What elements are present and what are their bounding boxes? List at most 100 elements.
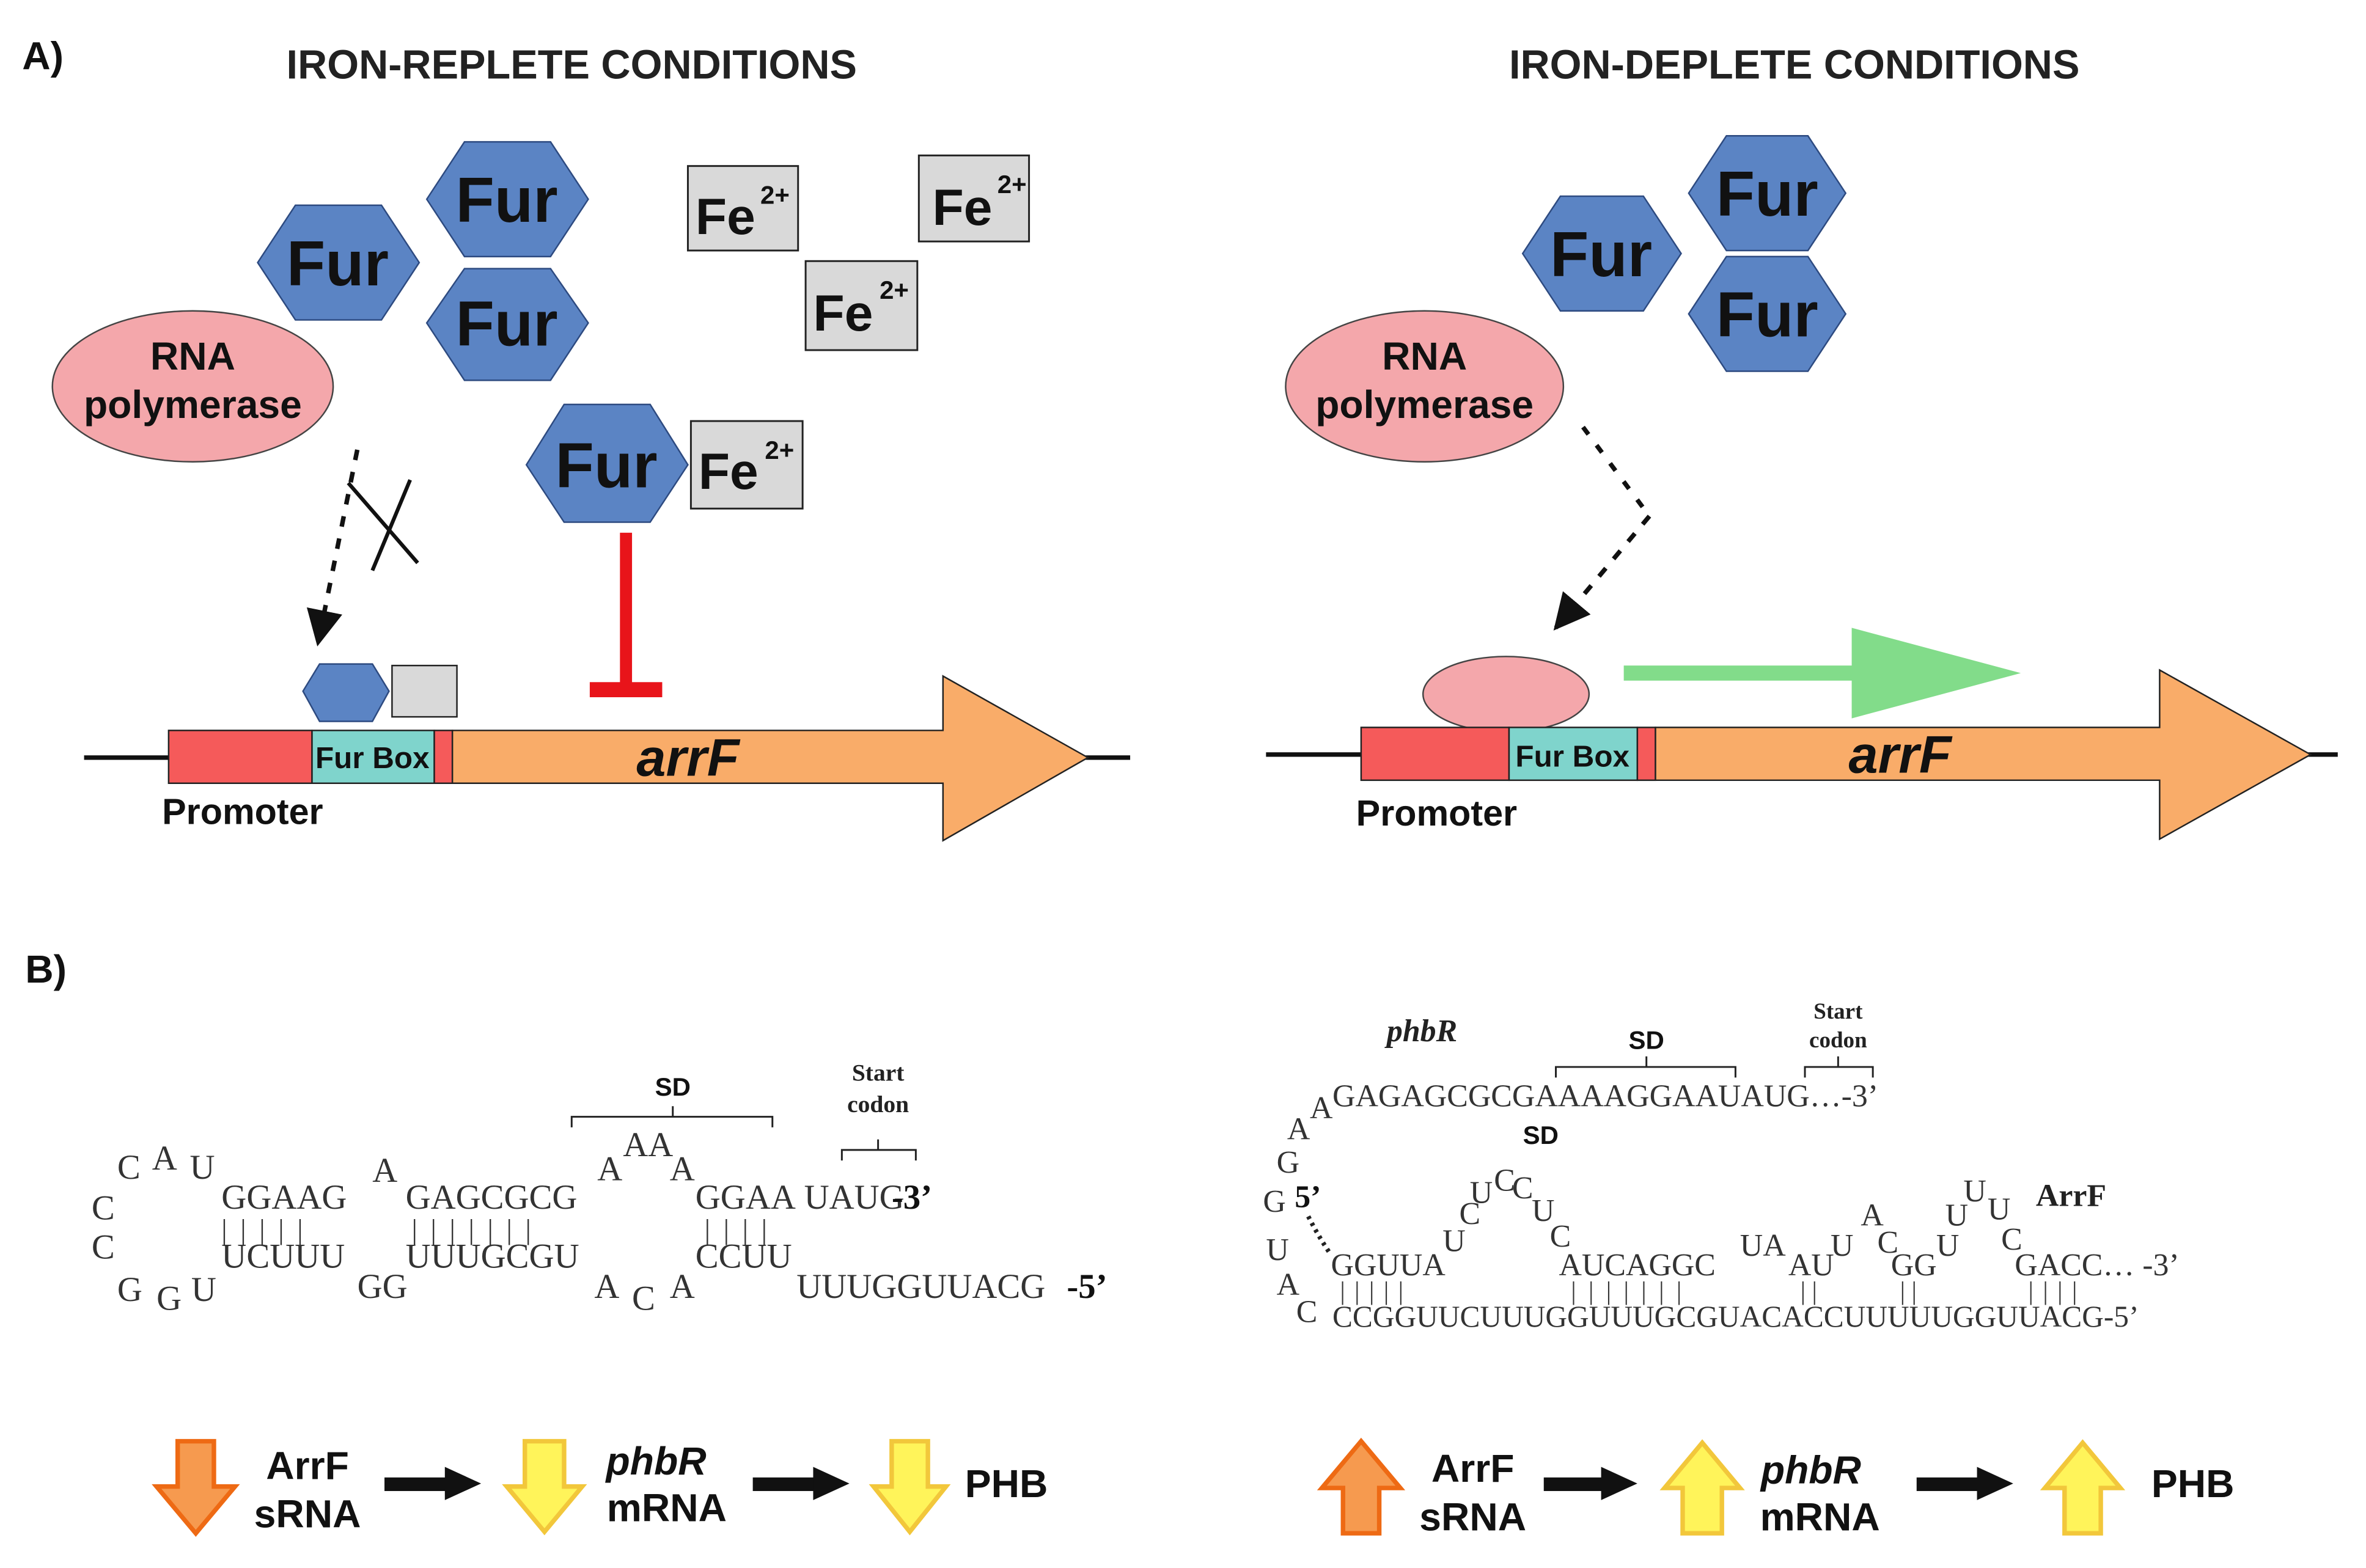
svg-text:G: G bbox=[1277, 1145, 1299, 1180]
right-arrow-icon bbox=[1916, 1467, 2013, 1500]
fur-hexagon: Fur bbox=[1521, 195, 1682, 312]
svg-text:2+: 2+ bbox=[760, 180, 790, 209]
svg-text:sRNA: sRNA bbox=[1419, 1495, 1526, 1539]
svg-text:Fe: Fe bbox=[933, 178, 993, 236]
svg-text:GGUUA: GGUUA bbox=[1331, 1248, 1446, 1283]
promoter-label: Promoter bbox=[1356, 793, 1517, 833]
svg-text:C: C bbox=[117, 1148, 141, 1187]
svg-text:5’: 5’ bbox=[1295, 1180, 1321, 1215]
panel-a: A) IRON-REPLETE CONDITIONS Fur Fur Fur F… bbox=[22, 34, 2338, 842]
svg-text:U: U bbox=[1831, 1228, 1853, 1263]
svg-text:GACC… -3’: GACC… -3’ bbox=[2015, 1248, 2179, 1283]
fur-box bbox=[311, 730, 435, 784]
svg-text:Fe: Fe bbox=[699, 442, 759, 500]
panel-b-label: B) bbox=[25, 947, 67, 991]
svg-text:PHB: PHB bbox=[965, 1462, 1048, 1506]
svg-text:codon: codon bbox=[847, 1091, 909, 1118]
svg-text:-3’: -3’ bbox=[892, 1178, 932, 1217]
svg-text:| | | | | | |: | | | | | | | bbox=[1571, 1277, 1684, 1305]
right-arrow-icon bbox=[1543, 1467, 1637, 1500]
svg-text:GG: GG bbox=[1891, 1248, 1937, 1283]
gene-construct: Fur Box arrF Promoter bbox=[1266, 669, 2338, 841]
fur-box-label: Fur Box bbox=[1515, 740, 1629, 774]
svg-text:Fur: Fur bbox=[556, 430, 658, 501]
svg-text:mRNA: mRNA bbox=[607, 1486, 727, 1530]
promoter-box bbox=[1360, 727, 1510, 782]
svg-text:A: A bbox=[152, 1139, 177, 1178]
svg-text:A: A bbox=[1310, 1091, 1333, 1126]
svg-text:UUUGCGU: UUUGCGU bbox=[406, 1237, 579, 1276]
svg-text:A: A bbox=[597, 1149, 622, 1188]
promoter-label: Promoter bbox=[162, 791, 323, 832]
svg-text:C: C bbox=[1296, 1294, 1318, 1329]
svg-text:Fur: Fur bbox=[287, 228, 389, 299]
increase-arrow-icon bbox=[1317, 1437, 1406, 1536]
blocked-binding-arrow bbox=[306, 449, 360, 647]
svg-text:U: U bbox=[1470, 1175, 1493, 1210]
phbr-top-sequence: GAGAGCGCGAAAAGGAAUAUG…-3’ bbox=[1332, 1079, 1878, 1113]
fur-fe-complex: Fur Fe 2+ bbox=[525, 403, 804, 523]
svg-text:G: G bbox=[156, 1280, 182, 1318]
sd-label: SD bbox=[1523, 1121, 1559, 1149]
increase-arrow-icon bbox=[1659, 1439, 1745, 1536]
gene-construct: Fur Box arrF Promoter bbox=[84, 675, 1131, 842]
svg-text:-5’: -5’ bbox=[1067, 1267, 1107, 1306]
svg-text:A: A bbox=[594, 1267, 619, 1306]
svg-text:AA: AA bbox=[623, 1126, 673, 1164]
svg-text:A: A bbox=[1287, 1112, 1310, 1147]
arrf-hairpin-structure: SD Start codon C A U C C G G U GGAAG A G… bbox=[92, 1059, 1108, 1317]
decrease-arrow-icon bbox=[502, 1438, 587, 1536]
svg-text:Fur: Fur bbox=[456, 164, 558, 235]
svg-text:A: A bbox=[670, 1267, 695, 1306]
iron-deplete-panel: IRON-DEPLETE CONDITIONS Fur Fur Fur RNA … bbox=[1266, 42, 2338, 841]
svg-text:| |: | | bbox=[1900, 1277, 1917, 1305]
svg-text:UAUG: UAUG bbox=[804, 1178, 905, 1217]
svg-text:ArrF: ArrF bbox=[266, 1443, 349, 1487]
svg-text:U: U bbox=[1963, 1174, 1986, 1209]
start-codon-label: Start bbox=[1813, 999, 1863, 1024]
svg-text:| | | | |: | | | | | bbox=[221, 1214, 306, 1246]
svg-text:CCUU: CCUU bbox=[696, 1237, 792, 1276]
svg-text:C: C bbox=[1494, 1163, 1515, 1198]
iron-replete-panel: IRON-REPLETE CONDITIONS Fur Fur Fur Fe 2… bbox=[51, 42, 1131, 842]
svg-text:| | | |: | | | | bbox=[705, 1214, 770, 1246]
svg-text:CCGGUUCUUUGGUUUGCGUACACCUUUUUG: CCGGUUCUUUGGUUUGCGUACACCUUUUUGGUUACG-5’ bbox=[1332, 1300, 2139, 1333]
svg-text:A: A bbox=[670, 1149, 695, 1188]
svg-text:GGAAG: GGAAG bbox=[221, 1178, 347, 1217]
svg-text:polymerase: polymerase bbox=[1315, 383, 1534, 427]
svg-text:mRNA: mRNA bbox=[1760, 1495, 1880, 1539]
gene-label: arrF bbox=[636, 728, 740, 787]
svg-text:G: G bbox=[117, 1270, 142, 1309]
svg-text:G: G bbox=[1263, 1184, 1285, 1219]
svg-text:sRNA: sRNA bbox=[254, 1492, 361, 1536]
svg-text:PHB: PHB bbox=[2151, 1462, 2235, 1506]
fe-box: Fe 2+ bbox=[804, 260, 919, 351]
svg-text:GAGCGCG: GAGCGCG bbox=[406, 1178, 578, 1217]
svg-text:C: C bbox=[1459, 1196, 1480, 1231]
transcription-arrow bbox=[1623, 628, 2021, 719]
svg-text:C: C bbox=[1512, 1171, 1534, 1206]
svg-text:U: U bbox=[189, 1148, 215, 1187]
svg-text:AUCAGGC: AUCAGGC bbox=[1559, 1248, 1715, 1283]
panel-a-label: A) bbox=[22, 34, 64, 78]
binding-arrow bbox=[1581, 425, 1651, 518]
bound-fur-fe bbox=[302, 663, 458, 722]
fur-hexagon: Fur bbox=[1688, 255, 1847, 372]
binding-arrow bbox=[1553, 515, 1651, 631]
rna-polymerase: RNA polymerase bbox=[51, 310, 334, 463]
phbr-label: phbR bbox=[1384, 1014, 1457, 1049]
fur-hexagon: Fur bbox=[1688, 135, 1847, 252]
regulation-flow-low-iron-replete: ArrF sRNA phbR mRNA PHB bbox=[152, 1438, 1048, 1537]
svg-text:Fur: Fur bbox=[1716, 158, 1818, 229]
svg-text:| |: | | bbox=[1801, 1277, 1817, 1305]
increase-arrow-icon bbox=[2040, 1439, 2126, 1536]
svg-text:2+: 2+ bbox=[765, 436, 794, 464]
promoter-box bbox=[167, 730, 313, 784]
svg-text:C: C bbox=[632, 1280, 655, 1318]
svg-text:U: U bbox=[1442, 1223, 1465, 1258]
svg-text:| | | | | | |: | | | | | | | bbox=[411, 1214, 534, 1246]
repression-symbol bbox=[589, 532, 663, 697]
arrf-label: ArrF bbox=[2036, 1178, 2106, 1213]
svg-text:RNA: RNA bbox=[1382, 334, 1467, 378]
